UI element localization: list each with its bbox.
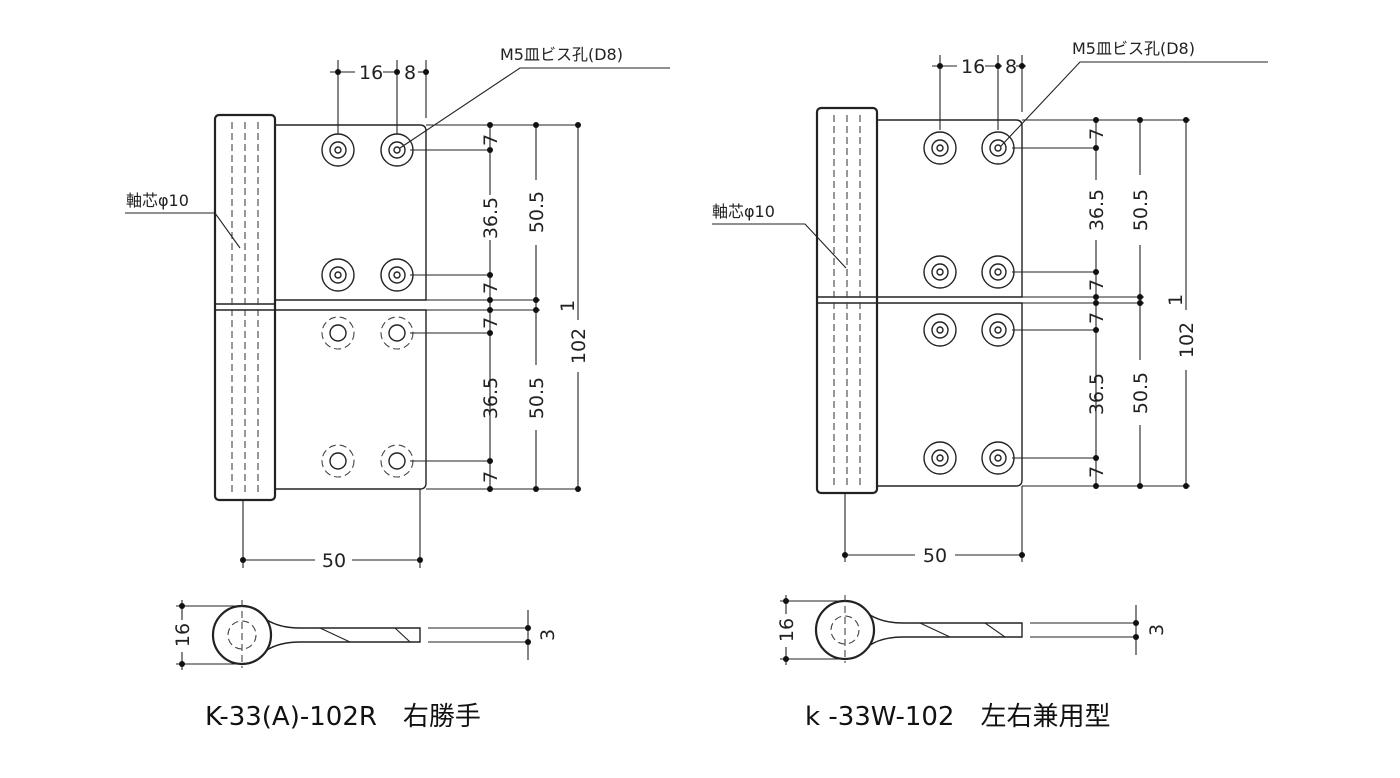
dim-top-8: 8 xyxy=(1005,56,1017,78)
hole-label: M5皿ビス孔(D8) xyxy=(1072,39,1195,58)
hole-leader xyxy=(399,67,670,149)
dim-36-5: 36.5 xyxy=(480,377,502,419)
dimension-vertical xyxy=(1012,117,1190,489)
hole-leader xyxy=(1000,61,1268,147)
dim-knuckle-16: 16 xyxy=(776,618,798,642)
hinge-leaf xyxy=(275,124,427,490)
hinge-knuckle xyxy=(213,113,277,502)
hinge-knuckle xyxy=(815,106,879,495)
dim-7: 7 xyxy=(1086,128,1108,140)
dim-7: 7 xyxy=(480,317,502,329)
axis-label: 軸芯φ10 xyxy=(126,191,189,210)
dim-gap-1: 1 xyxy=(1165,294,1187,306)
axis-leader xyxy=(712,223,847,269)
dimension-vertical xyxy=(410,122,581,492)
dimension-top xyxy=(330,60,429,134)
caption-left: K-33(A)-102R 右勝手 xyxy=(205,702,481,732)
dim-50-5: 50.5 xyxy=(526,377,548,419)
hinge-drawing-left xyxy=(125,60,670,670)
caption-right: k -33W-102 左右兼用型 xyxy=(805,702,1110,732)
dim-total-102: 102 xyxy=(568,328,590,364)
dim-knuckle-16: 16 xyxy=(172,623,194,647)
dim-36-5: 36.5 xyxy=(1086,373,1108,415)
dim-7: 7 xyxy=(480,282,502,294)
dimension-width xyxy=(240,489,423,568)
dim-7: 7 xyxy=(480,134,502,146)
dimension-top xyxy=(932,55,1026,130)
hole-label: M5皿ビス孔(D8) xyxy=(500,45,623,64)
dim-50-5: 50.5 xyxy=(526,191,548,233)
screw-hole xyxy=(321,133,414,478)
dim-7: 7 xyxy=(1086,466,1108,478)
dim-50-5: 50.5 xyxy=(1130,189,1152,231)
dim-width-50: 50 xyxy=(923,545,947,567)
dim-gap-1: 1 xyxy=(557,300,579,312)
hinge-leaf xyxy=(877,119,1023,487)
dim-7: 7 xyxy=(1086,312,1108,324)
axis-label: 軸芯φ10 xyxy=(712,202,775,221)
dim-top-16: 16 xyxy=(961,56,985,78)
dim-7: 7 xyxy=(480,471,502,483)
dim-36-5: 36.5 xyxy=(480,197,502,239)
dim-top-16: 16 xyxy=(359,62,383,84)
hinge-side-view xyxy=(176,600,531,670)
dimension-width xyxy=(842,486,1025,562)
dim-width-50: 50 xyxy=(322,550,346,572)
dim-7: 7 xyxy=(1086,279,1108,291)
screw-hole xyxy=(923,131,1015,475)
dim-36-5: 36.5 xyxy=(1086,189,1108,231)
hinge-side-view xyxy=(780,595,1139,665)
dim-thickness-3: 3 xyxy=(1146,624,1168,636)
hinge-drawing-right xyxy=(712,55,1268,665)
dim-50-5: 50.5 xyxy=(1130,372,1152,414)
dim-total-102: 102 xyxy=(1176,322,1198,358)
dim-top-8: 8 xyxy=(404,62,416,84)
axis-leader xyxy=(125,212,241,249)
dim-thickness-3: 3 xyxy=(537,629,559,641)
